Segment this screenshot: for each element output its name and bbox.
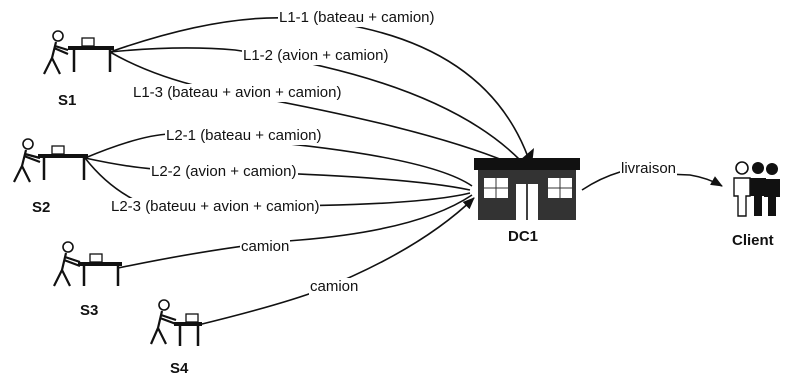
route-label-l1-2: L1-2 (avion + camion) xyxy=(242,47,390,65)
route-label-s4: camion xyxy=(309,278,360,296)
customer-icon xyxy=(733,161,780,217)
route-label-l1-1: L1-1 (bateau + camion) xyxy=(278,9,436,27)
supplier-s3-label: S3 xyxy=(80,302,99,319)
supplier-s3-icon xyxy=(53,241,122,287)
route-label-s3: camion xyxy=(240,238,291,256)
route-s4-line xyxy=(197,197,475,326)
supplier-s2-icon xyxy=(13,138,88,183)
supplier-s4-icon xyxy=(149,299,202,346)
distribution-center-label: DC1 xyxy=(508,228,539,245)
route-label-l2-1: L2-1 (bateau + camion) xyxy=(165,127,323,145)
route-label-l2-2: L2-2 (avion + camion) xyxy=(150,163,298,181)
supplier-s1-label: S1 xyxy=(58,92,77,109)
supplier-s1-icon xyxy=(43,30,114,75)
route-label-l1-3: L1-3 (bateau + avion + camion) xyxy=(132,84,343,102)
distribution-center-icon xyxy=(474,158,580,220)
route-label-l2-3: L2-3 (bateuu + avion + camion) xyxy=(110,198,321,216)
customer-label: Client xyxy=(732,232,774,249)
route-s3-line xyxy=(117,194,473,269)
supplier-s4-label: S4 xyxy=(170,360,189,377)
route-label-livraison: livraison xyxy=(620,160,678,178)
supplier-s2-label: S2 xyxy=(32,199,51,216)
